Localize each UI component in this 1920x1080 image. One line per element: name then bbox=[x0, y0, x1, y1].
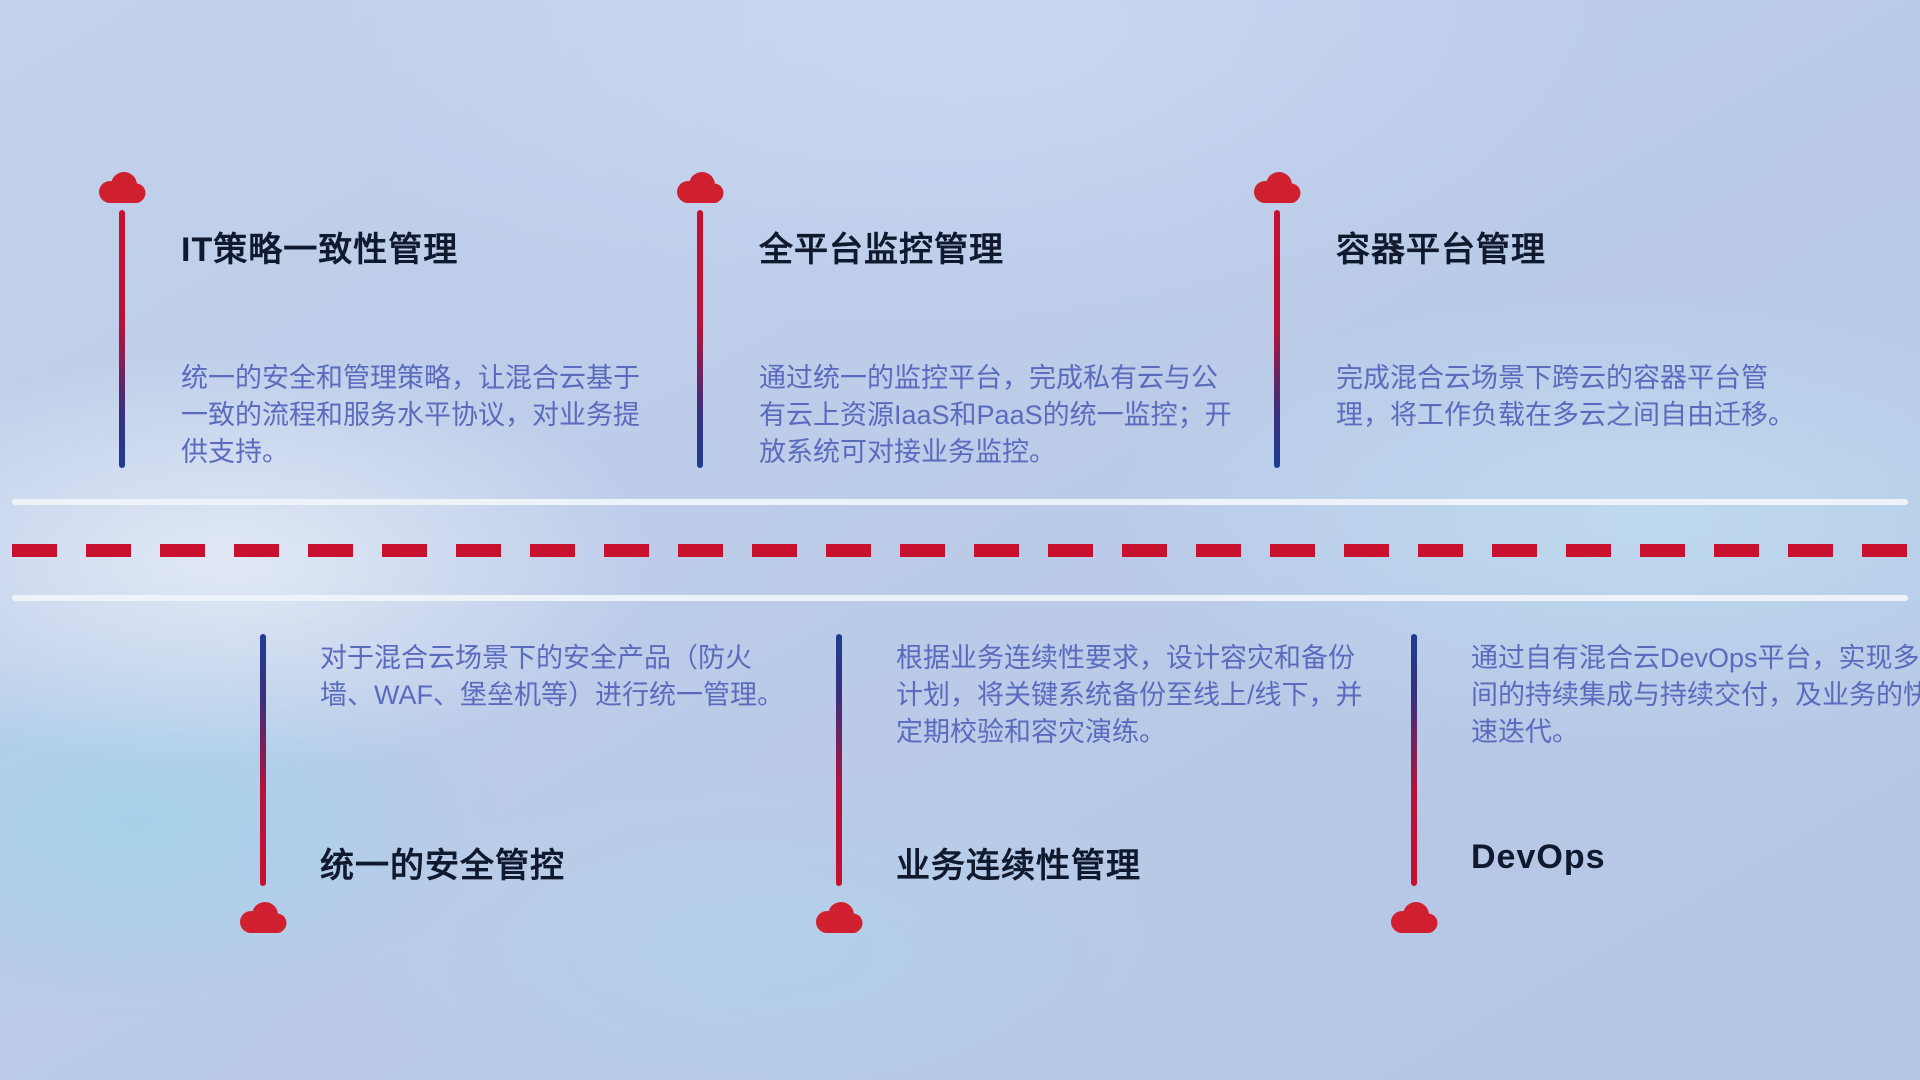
cloud-icon bbox=[235, 900, 291, 938]
feature-description: 统一的安全和管理策略，让混合云基于一致的流程和服务水平协议，对业务提供支持。 bbox=[181, 363, 640, 467]
feature-description: 通过统一的监控平台，完成私有云与公有云上资源IaaS和PaaS的统一监控；开放系… bbox=[759, 363, 1232, 467]
connector-line bbox=[836, 634, 842, 886]
connector-line bbox=[260, 634, 266, 886]
cloud-icon bbox=[1249, 170, 1305, 208]
connector-line bbox=[119, 210, 125, 468]
connector-line bbox=[697, 210, 703, 468]
cloud-icon bbox=[811, 900, 867, 938]
road-line-bottom bbox=[12, 595, 1908, 601]
road-dashed-centerline bbox=[12, 544, 1908, 557]
feature-description: 对于混合云场景下的安全产品（防火墙、WAF、堡垒机等）进行统一管理。 bbox=[320, 643, 784, 710]
feature-description: 通过自有混合云DevOps平台，实现多云间的持续集成与持续交付，及业务的快速迭代… bbox=[1471, 643, 1920, 747]
connector-line bbox=[1274, 210, 1280, 468]
road-line-top bbox=[12, 499, 1908, 505]
connector-line bbox=[1411, 634, 1417, 886]
feature-title: 全平台监控管理 bbox=[759, 231, 1004, 269]
feature-title: IT策略一致性管理 bbox=[181, 231, 459, 269]
feature-description: 完成混合云场景下跨云的容器平台管理，将工作负载在多云之间自由迁移。 bbox=[1336, 363, 1795, 430]
cloud-icon bbox=[672, 170, 728, 208]
feature-title: 统一的安全管控 bbox=[320, 847, 565, 885]
feature-title: DevOps bbox=[1471, 838, 1606, 876]
cloud-icon bbox=[94, 170, 150, 208]
feature-title: 容器平台管理 bbox=[1336, 231, 1546, 269]
feature-title: 业务连续性管理 bbox=[896, 847, 1141, 885]
feature-description: 根据业务连续性要求，设计容灾和备份计划，将关键系统备份至线上/线下，并定期校验和… bbox=[896, 643, 1363, 747]
cloud-icon bbox=[1386, 900, 1442, 938]
